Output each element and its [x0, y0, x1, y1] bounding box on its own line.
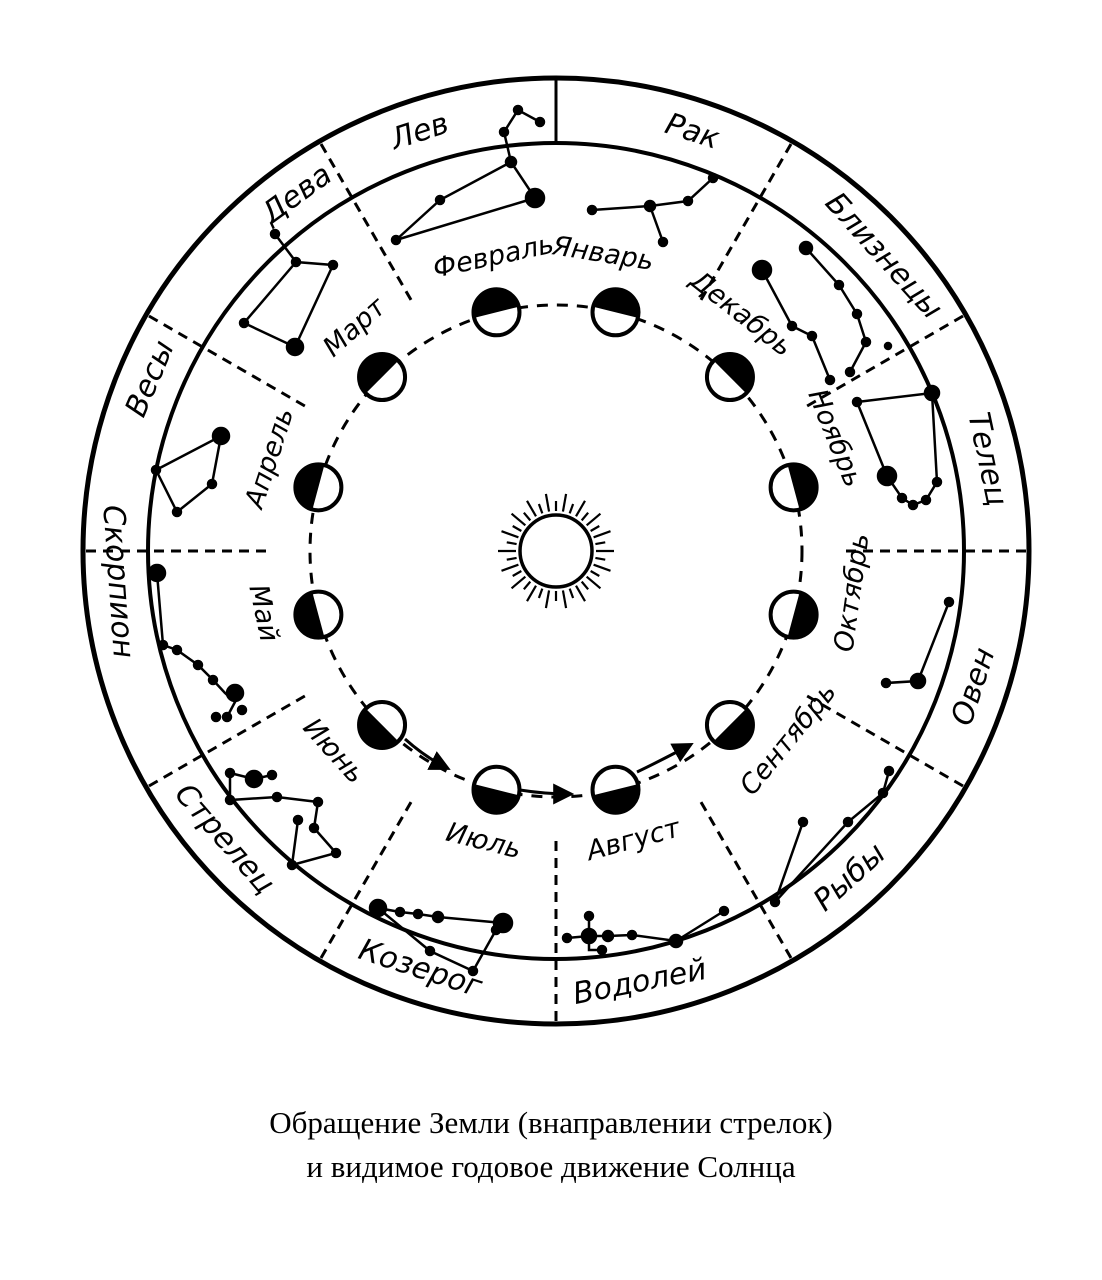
earth-icon	[293, 462, 344, 513]
sector-divider	[146, 313, 306, 408]
earth-icon	[704, 352, 755, 403]
earth-icon	[704, 699, 755, 750]
sign-label-telec: Телец	[960, 409, 1014, 509]
constellation-ryby	[769, 765, 895, 908]
constellation-telec	[851, 384, 943, 511]
sector-divider	[699, 141, 794, 301]
constellation-vodoley	[561, 905, 730, 956]
earth-icon	[590, 764, 641, 815]
sign-label-oven: Овен	[945, 644, 1003, 730]
constellation-strelec	[224, 767, 342, 871]
earth-icon	[768, 462, 819, 513]
month-label-dekabr: Декабрь	[684, 264, 799, 363]
earth-icon	[357, 352, 408, 403]
month-label-fevral: Февраль	[430, 229, 556, 285]
sector-divider	[806, 694, 966, 789]
sector-dividers	[84, 79, 1028, 1023]
month-label-yanvar: Январь	[549, 230, 656, 277]
earth-icon	[471, 287, 522, 338]
month-label-aprel: Апрель	[238, 404, 300, 513]
sign-label-ryby: Рыбы	[807, 836, 893, 918]
sector-divider	[806, 313, 966, 408]
earth-icon	[768, 589, 819, 640]
sign-label-skorpion: Скорпион	[95, 504, 141, 660]
month-label-avgust: Август	[582, 812, 685, 867]
sign-label-deva: Дева	[253, 157, 338, 232]
earth-icon	[471, 764, 522, 815]
earth-icon	[590, 287, 641, 338]
caption-line-2: и видимое годовое движение Солнца	[306, 1149, 796, 1184]
earth-icon	[357, 699, 408, 750]
sector-divider	[318, 141, 413, 301]
sector-divider	[318, 801, 413, 961]
constellation-kozerog	[368, 898, 514, 977]
sign-label-lev: Лев	[385, 106, 453, 158]
earth-positions	[293, 287, 819, 815]
outer-ring	[80, 75, 1032, 1027]
sign-label-rak: Рак	[661, 107, 724, 157]
caption-line-1: Обращение Земли (внаправлении стрелок)	[269, 1105, 833, 1140]
month-label-iyul: Июль	[443, 817, 524, 865]
month-label-oktyabr: Октябрь	[828, 531, 875, 653]
earth-icon	[293, 589, 344, 640]
sector-divider	[699, 801, 794, 961]
orbit-direction-arrows	[403, 737, 694, 805]
constellation-skorpion	[147, 563, 248, 723]
sector-divider	[146, 694, 306, 789]
sun-icon	[498, 493, 614, 609]
constellation-vesy	[150, 426, 231, 518]
constellation-lev	[390, 104, 546, 246]
month-label-may: Май	[242, 582, 284, 645]
constellations	[147, 104, 955, 977]
zodiac-diagram: РакБлизнецыТелецОвенРыбыВодолейКозерогСт…	[80, 75, 1032, 1027]
constellation-deva	[238, 228, 339, 357]
constellation-oven	[880, 596, 955, 690]
constellation-rak	[586, 172, 719, 248]
constellation-bliznecy	[751, 240, 893, 386]
